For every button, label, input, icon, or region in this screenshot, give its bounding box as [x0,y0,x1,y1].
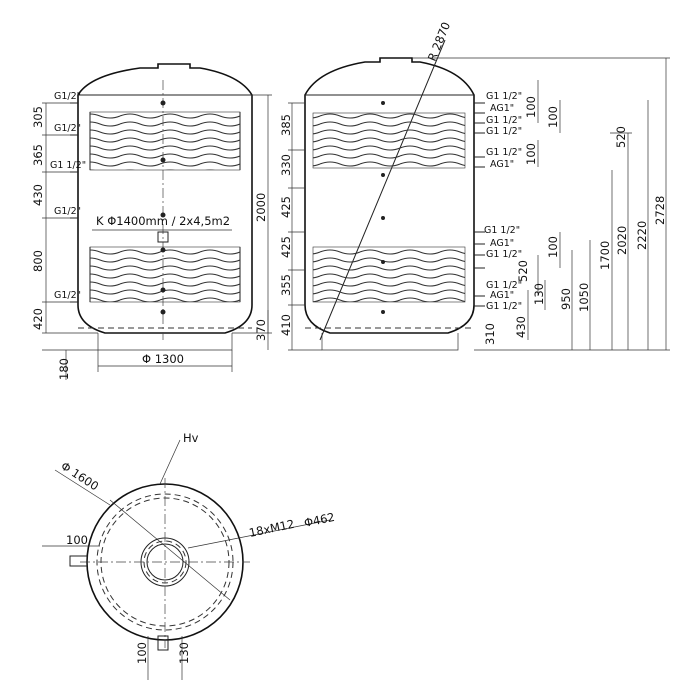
left-lower-coil [89,246,241,303]
height-2728: 2728 [653,196,667,225]
bottom-dim-130: 130 [177,642,191,664]
top-offset-left: 100 [66,533,88,547]
stack-100-4: 100 [546,236,560,258]
height-2220: 2220 [635,221,649,250]
right-dim-385: 385 [279,114,293,136]
right-conn-5: G1 1/2" [486,147,522,158]
height-520: 520 [614,126,628,148]
left-dim-800: 800 [31,250,45,272]
right-stack-dims [527,80,561,340]
right-conn-4: G1 1/2" [486,126,522,137]
radius-label: R 2870 [425,20,453,63]
flange-label: 18xM12 [248,517,296,540]
right-conn-6: AG1" [490,159,514,170]
left-connection-stubs [70,102,78,303]
left-conn-3: G1 1/2" [50,160,86,171]
stack-130: 130 [532,283,546,305]
right-dim-425a: 425 [279,196,293,218]
stack-100-1: 100 [524,96,538,118]
left-conn-4: G1/2" [54,206,81,217]
left-dim-ticks [42,102,98,351]
right-height-dims [412,57,670,351]
stack-520: 520 [516,260,530,282]
right-conn-12: G1 1/2" [486,301,522,312]
right-conn-11: AG1" [490,290,514,301]
left-dim-305: 305 [31,106,45,128]
right-connection-stubs [474,102,485,307]
left-dim-365: 365 [31,144,45,166]
right-upper-coil [312,112,466,169]
hv-label: Hv [183,431,199,445]
right-conn-8: AG1" [490,238,514,249]
left-conn-5: G1/2" [54,290,81,301]
right-conn-7: G1 1/2" [484,225,520,236]
right-dim-330: 330 [279,154,293,176]
stack-100-3: 100 [524,143,538,165]
left-conn-1: G1/2" [54,91,81,102]
height-1700: 1700 [598,241,612,270]
left-dim-2000: 2000 [254,193,268,222]
height-950: 950 [559,288,573,310]
height-2020: 2020 [615,226,629,255]
left-base-ring [97,333,233,351]
right-dim-410: 410 [279,314,293,336]
left-sensor-dots [157,100,169,315]
left-tank-outline [77,63,253,334]
stack-310: 310 [483,323,497,345]
right-tank-outline [304,57,475,334]
top-view: Hv Φ 1600 100 18xM12 Φ462 100 130 [42,431,336,680]
right-conn-2: AG1" [490,103,514,114]
base-diameter: Φ 1300 [142,352,184,366]
right-sensor-dots [381,101,385,314]
right-conn-9: G1 1/2" [486,249,522,260]
stack-430: 430 [514,316,528,338]
height-1050: 1050 [577,283,591,312]
stack-100-2: 100 [546,106,560,128]
right-lower-coil [312,246,466,303]
left-conn-2: G1/2" [54,123,81,134]
right-conn-1: G1 1/2" [486,91,522,102]
left-dim-370: 370 [254,319,268,341]
right-dim-355: 355 [279,274,293,296]
bottom-dim-100: 100 [135,642,149,664]
left-dim-420: 420 [31,308,45,330]
left-dim-180: 180 [57,358,71,380]
flange-diameter: Φ462 [303,510,336,530]
left-dim-430: 430 [31,184,45,206]
left-tank-view: G1/2" G1/2" G1 1/2" G1/2" G1/2" 305 365 … [31,63,272,380]
right-tank-view: R 2870 G1 1/2" AG1" G1 1/2" G1 1/2" G1 1… [279,20,670,351]
right-conn-10: G1 1/2" [486,280,522,291]
right-dim-425b: 425 [279,236,293,258]
coil-label: K Φ1400mm / 2x4,5m2 [96,214,230,228]
right-conn-3: G1 1/2" [486,115,522,126]
